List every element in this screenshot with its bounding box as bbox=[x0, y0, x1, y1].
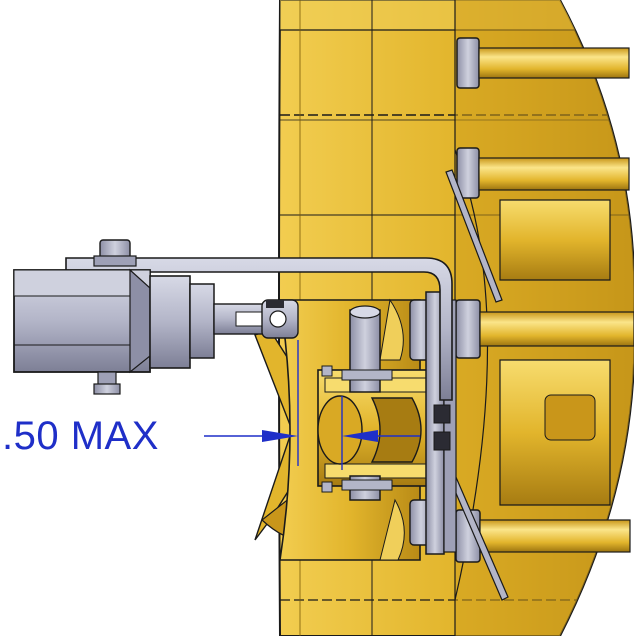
arrowhead-left bbox=[262, 430, 298, 442]
clevis-block bbox=[317, 369, 439, 487]
bolt-second bbox=[456, 147, 630, 199]
pin-washers bbox=[321, 365, 393, 493]
actuator-body bbox=[13, 268, 215, 374]
actuator-bottom-screw bbox=[93, 371, 121, 395]
actuator-top-screw bbox=[93, 239, 137, 267]
actuator-rod-end bbox=[213, 299, 299, 339]
dimension-annotation bbox=[204, 340, 420, 470]
arrowhead-right bbox=[342, 430, 378, 442]
yoke-bracket bbox=[254, 298, 421, 561]
dimension-label: .50 MAX bbox=[2, 414, 159, 458]
diagonal-strut bbox=[445, 169, 509, 601]
bent-support-rod bbox=[65, 257, 453, 401]
bolt-upper bbox=[456, 37, 630, 89]
bolt-middle bbox=[455, 299, 634, 359]
gold-block-right bbox=[499, 199, 611, 506]
